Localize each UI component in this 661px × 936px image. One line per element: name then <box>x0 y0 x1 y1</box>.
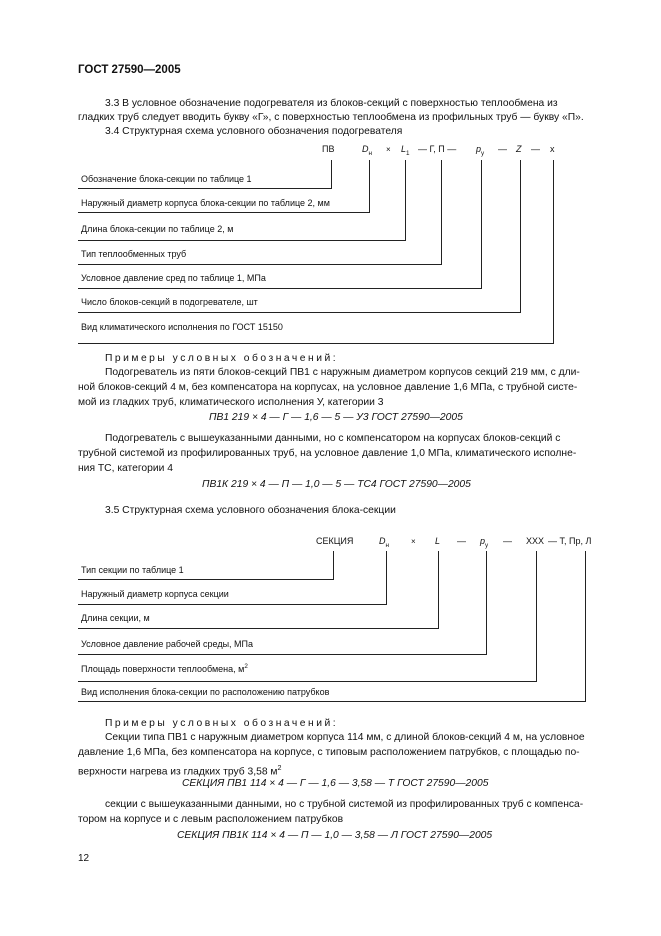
scheme2-rule-6 <box>78 701 586 702</box>
example2-line3: ния ТС, категории 4 <box>78 463 173 474</box>
scheme2-code-py: pу <box>480 536 489 549</box>
scheme2-rule-3 <box>78 628 439 629</box>
scheme1-connector-5 <box>481 160 482 288</box>
scheme1-connector-4 <box>441 160 442 264</box>
designation-formula-1: ПВ1 219 × 4 — Г — 1,6 — 5 — У3 ГОСТ 2759… <box>209 412 463 423</box>
example2-line2: трубной системой из профилированных труб… <box>78 448 577 459</box>
scheme1-label-1: Обозначение блока-секции по таблице 1 <box>81 174 252 184</box>
scheme1-label-5: Условное давление сред по таблице 1, МПа <box>81 273 266 283</box>
scheme2-code-dash2: — <box>503 536 512 546</box>
scheme1-code-l1: L1 <box>401 144 410 157</box>
scheme1-label-6: Число блоков-секций в подогревателе, шт <box>81 297 258 307</box>
scheme1-label-3: Длина блока-секции по таблице 2, м <box>81 224 234 234</box>
document-header: ГОСТ 27590—2005 <box>78 64 181 76</box>
scheme2-label-6: Вид исполнения блока-секции по расположе… <box>81 687 330 697</box>
scheme1-code-pv: ПВ <box>322 144 335 154</box>
scheme2-connector-1 <box>333 551 334 579</box>
example1-line1: Подогреватель из пяти блоков-секций ПВ1 … <box>105 367 580 378</box>
scheme2-code-xxx: XXX <box>526 536 545 546</box>
scheme1-code-g-p: — Г, П — <box>418 144 457 154</box>
scheme2-rule-1 <box>78 579 334 580</box>
scheme1-connector-6 <box>520 160 521 312</box>
paragraph-3-3-line2: гладких труб следует вводить букву «Г», … <box>78 112 584 123</box>
scheme2-label-2: Наружный диаметр корпуса секции <box>81 589 229 599</box>
example1-line3: мой из гладких труб, климатического испо… <box>78 397 384 408</box>
example3-line2: давление 1,6 МПа, без компенсатора на ко… <box>78 747 580 758</box>
example3-line3: верхности нагрева из гладких труб 3,58 м… <box>78 763 282 778</box>
scheme1-rule-6 <box>78 312 521 313</box>
page-number: 12 <box>78 853 90 864</box>
scheme1-connector-1 <box>331 160 332 188</box>
scheme2-code-l: L <box>435 536 441 546</box>
section-3-4-title: 3.4 Структурная схема условного обозначе… <box>105 126 403 137</box>
scheme2-label-3: Длина секции, м <box>81 613 150 623</box>
examples-title-1: Примеры условных обозначений: <box>105 353 339 364</box>
scheme2-connector-6 <box>585 551 586 701</box>
scheme1-rule-1 <box>78 188 332 189</box>
scheme1-connector-2 <box>369 160 370 212</box>
example2-line1: Подогреватель с вышеуказанными данными, … <box>105 433 561 444</box>
scheme1-rule-7 <box>78 343 554 344</box>
scheme2-connector-2 <box>386 551 387 604</box>
scheme1-rule-4 <box>78 264 442 265</box>
scheme2-label-5: Площадь поверхности теплообмена, м2 <box>81 663 248 674</box>
designation-formula-4: СЕКЦИЯ ПВ1К 114 × 4 — П — 1,0 — 3,58 — Л… <box>177 830 493 841</box>
scheme2-connector-4 <box>486 551 487 654</box>
scheme1-code-py: pу <box>476 144 485 157</box>
scheme1-rule-5 <box>78 288 482 289</box>
scheme1-label-4: Тип теплообменных труб <box>81 249 187 259</box>
scheme1-label-7: Вид климатического исполнения по ГОСТ 15… <box>81 322 283 332</box>
scheme2-label-1: Тип секции по таблице 1 <box>81 565 184 575</box>
scheme1-rule-2 <box>78 212 370 213</box>
scheme2-code-times: × <box>411 537 416 546</box>
scheme1-rule-3 <box>78 240 406 241</box>
scheme1-code-times: × <box>386 145 391 154</box>
designation-formula-2: ПВ1К 219 × 4 — П — 1,0 — 5 — ТС4 ГОСТ 27… <box>202 479 471 490</box>
scheme2-code-t-pr-l: — Т, Пр, Л <box>548 536 592 546</box>
scheme1-code-dn: Dн <box>362 144 372 157</box>
scheme2-connector-5 <box>536 551 537 681</box>
scheme1-code-x: x <box>550 144 555 154</box>
scheme2-code-dash1: — <box>457 536 466 546</box>
scheme1-code-dash1: — <box>498 144 507 154</box>
scheme2-code-section: СЕКЦИЯ <box>316 536 354 546</box>
scheme2-rule-4 <box>78 654 487 655</box>
example4-line1: секции с вышеуказанными данными, но с тр… <box>105 799 584 810</box>
scheme2-connector-3 <box>438 551 439 628</box>
designation-formula-3: СЕКЦИЯ ПВ1 114 × 4 — Г — 1,6 — 3,58 — Т … <box>182 778 489 789</box>
section-3-5-title: 3.5 Структурная схема условного обозначе… <box>105 505 396 516</box>
scheme2-rule-2 <box>78 604 387 605</box>
paragraph-3-3-line1: 3.3 В условное обозначение подогревателя… <box>105 98 558 109</box>
scheme1-connector-3 <box>405 160 406 240</box>
scheme2-label-4: Условное давление рабочей среды, МПа <box>81 639 254 649</box>
scheme2-rule-5 <box>78 681 537 682</box>
scheme1-label-2: Наружный диаметр корпуса блока-секции по… <box>81 198 330 208</box>
examples-title-2: Примеры условных обозначений: <box>105 718 339 729</box>
scheme1-code-dash2: — <box>531 144 540 154</box>
scheme1-code-z: Z <box>516 144 522 154</box>
example1-line2: ной блоков-секций 4 м, без компенсатора … <box>78 382 578 393</box>
scheme2-code-dn: Dн <box>379 536 389 549</box>
example4-line2: тором на корпусе и с левым расположением… <box>78 814 344 825</box>
example3-line1: Секции типа ПВ1 с наружным диаметром кор… <box>105 732 585 743</box>
scheme1-connector-7 <box>553 160 554 343</box>
